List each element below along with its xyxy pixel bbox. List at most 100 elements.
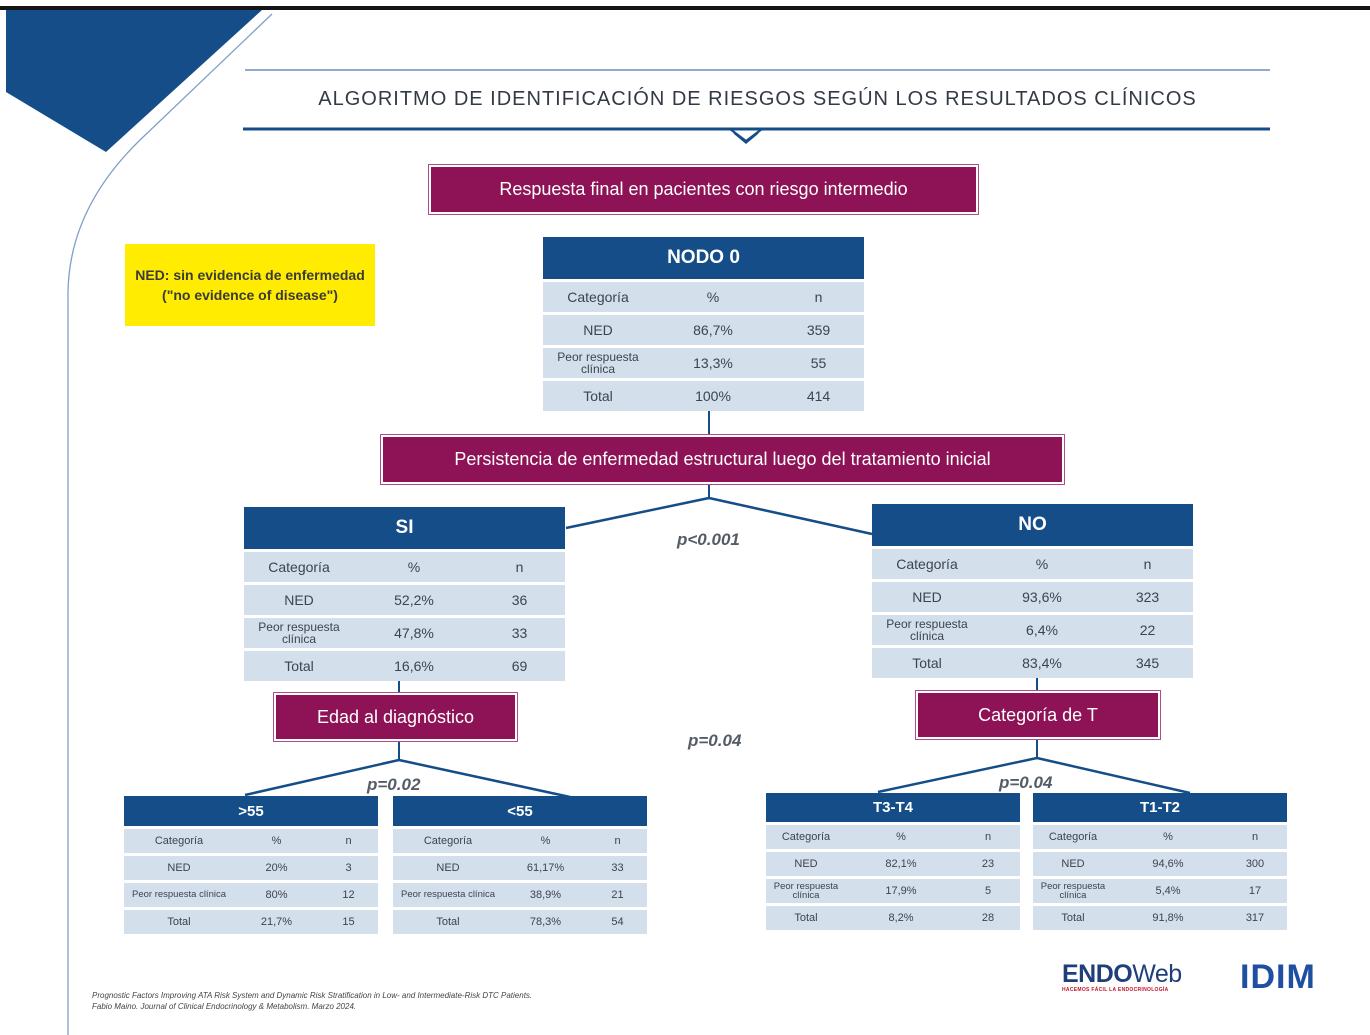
connector xyxy=(244,758,400,797)
persistencia-box: Persistencia de enfermedad estructural l… xyxy=(383,437,1062,482)
table-cell: Peor respuesta clínica xyxy=(132,889,226,901)
table-cell: Peor respuesta clínica xyxy=(1040,880,1106,901)
table-header-row: Categoría%n xyxy=(872,549,1193,579)
table-title: T3-T4 xyxy=(766,793,1020,822)
table-title: NO xyxy=(872,504,1193,546)
table-cell: 21 xyxy=(611,889,624,901)
column-header: % xyxy=(271,835,282,847)
table-cell: 52,2% xyxy=(394,592,434,608)
table-header-row: Categoría%n xyxy=(393,829,647,853)
column-header: Categoría xyxy=(1048,830,1098,843)
column-header: Categoría xyxy=(423,834,473,847)
table-cell: NED xyxy=(912,589,942,605)
connector xyxy=(398,758,571,799)
connector xyxy=(1036,756,1191,795)
column-header: Categoría xyxy=(567,289,629,305)
column-header: % xyxy=(1035,556,1049,572)
table-cell: 8,2% xyxy=(888,912,914,924)
frame-curve xyxy=(67,13,273,1035)
corner-triangle xyxy=(6,10,262,152)
endoweb-logo-bold: ENDO xyxy=(1062,960,1133,988)
table-cell: 359 xyxy=(806,322,831,338)
table-cell: 33 xyxy=(611,862,624,874)
categoria-t-box: Categoría de T xyxy=(918,693,1158,737)
column-header: Categoría xyxy=(154,834,204,847)
p-value-edad: p=0.02 xyxy=(367,775,421,794)
table-cell: 83,4% xyxy=(1022,655,1062,671)
table-row: NED 61,17% 33 xyxy=(393,856,647,880)
table-cell: 414 xyxy=(806,388,831,404)
table-cell: Total xyxy=(167,915,191,928)
citation: Prognostic Factors Improving ATA Risk Sy… xyxy=(92,990,532,1012)
top-bar xyxy=(0,6,1370,10)
p-value-cat-t: p=0.04 xyxy=(999,773,1053,792)
table-cell: 61,17% xyxy=(526,862,565,874)
table-header-row: Categoría%n xyxy=(766,825,1020,849)
column-header: Categoría xyxy=(896,556,958,572)
endoweb-logo-light: Web xyxy=(1132,960,1182,988)
column-header: n xyxy=(1251,831,1259,843)
connector xyxy=(565,496,710,530)
table-cell: NED xyxy=(583,322,613,338)
table-cell: Total xyxy=(912,655,942,671)
column-header: n xyxy=(515,559,524,575)
respuesta-box: Respuesta final en pacientes con riesgo … xyxy=(431,167,976,212)
column-header: % xyxy=(706,289,720,305)
page-title: ALGORITMO DE IDENTIFICACIÓN DE RIESGOS S… xyxy=(318,88,1197,110)
column-header: % xyxy=(407,559,421,575)
table-cell: 93,6% xyxy=(1022,589,1062,605)
citation-line-1: Prognostic Factors Improving ATA Risk Sy… xyxy=(92,991,533,1000)
table-cell: 47,8% xyxy=(394,625,434,641)
table-cell: 17 xyxy=(1248,885,1262,897)
table-cell: NED xyxy=(436,861,460,874)
column-header: n xyxy=(814,289,823,305)
chevron-down-icon xyxy=(729,128,763,143)
table-cell: 54 xyxy=(611,916,624,928)
table-cell: 36 xyxy=(511,592,528,608)
endoweb-logo: ENDOWeb HACEMOS FÁCIL LA ENDOCRINOLOGÍA xyxy=(1062,960,1182,993)
column-header: Categoría xyxy=(268,559,330,575)
table-row: Total 83,4% 345 xyxy=(872,648,1193,678)
table-cell: 100% xyxy=(695,388,731,404)
table-cell: 345 xyxy=(1135,655,1160,671)
p-value-middle: p=0.04 xyxy=(688,731,742,750)
table-cell: 15 xyxy=(342,916,355,928)
column-header: % xyxy=(1163,831,1173,843)
table-cell: 28 xyxy=(981,912,995,924)
table-cell: 5,4% xyxy=(1155,885,1181,897)
table-cell: Total xyxy=(1061,911,1085,924)
column-header: n xyxy=(984,831,992,843)
column-header: Categoría xyxy=(781,830,831,843)
connector xyxy=(877,756,1038,794)
table-header-row: Categoría%n xyxy=(124,829,378,853)
table-title: NODO 0 xyxy=(543,237,864,279)
table-title: T1-T2 xyxy=(1033,793,1287,822)
ned-note: NED: sin evidencia de enfermedad ("no ev… xyxy=(125,244,375,326)
table-title: SI xyxy=(244,507,565,549)
table-cell: 82,1% xyxy=(885,858,917,870)
citation-line-2: Fabio Maino. Journal of Clinical Endocri… xyxy=(92,1002,357,1011)
table-cell: Total xyxy=(794,911,818,924)
endoweb-tagline: HACEMOS FÁCIL LA ENDOCRINOLOGÍA xyxy=(1062,987,1169,993)
table-header-row: Categoría% n xyxy=(543,282,864,312)
table-title: <55 xyxy=(393,796,647,826)
